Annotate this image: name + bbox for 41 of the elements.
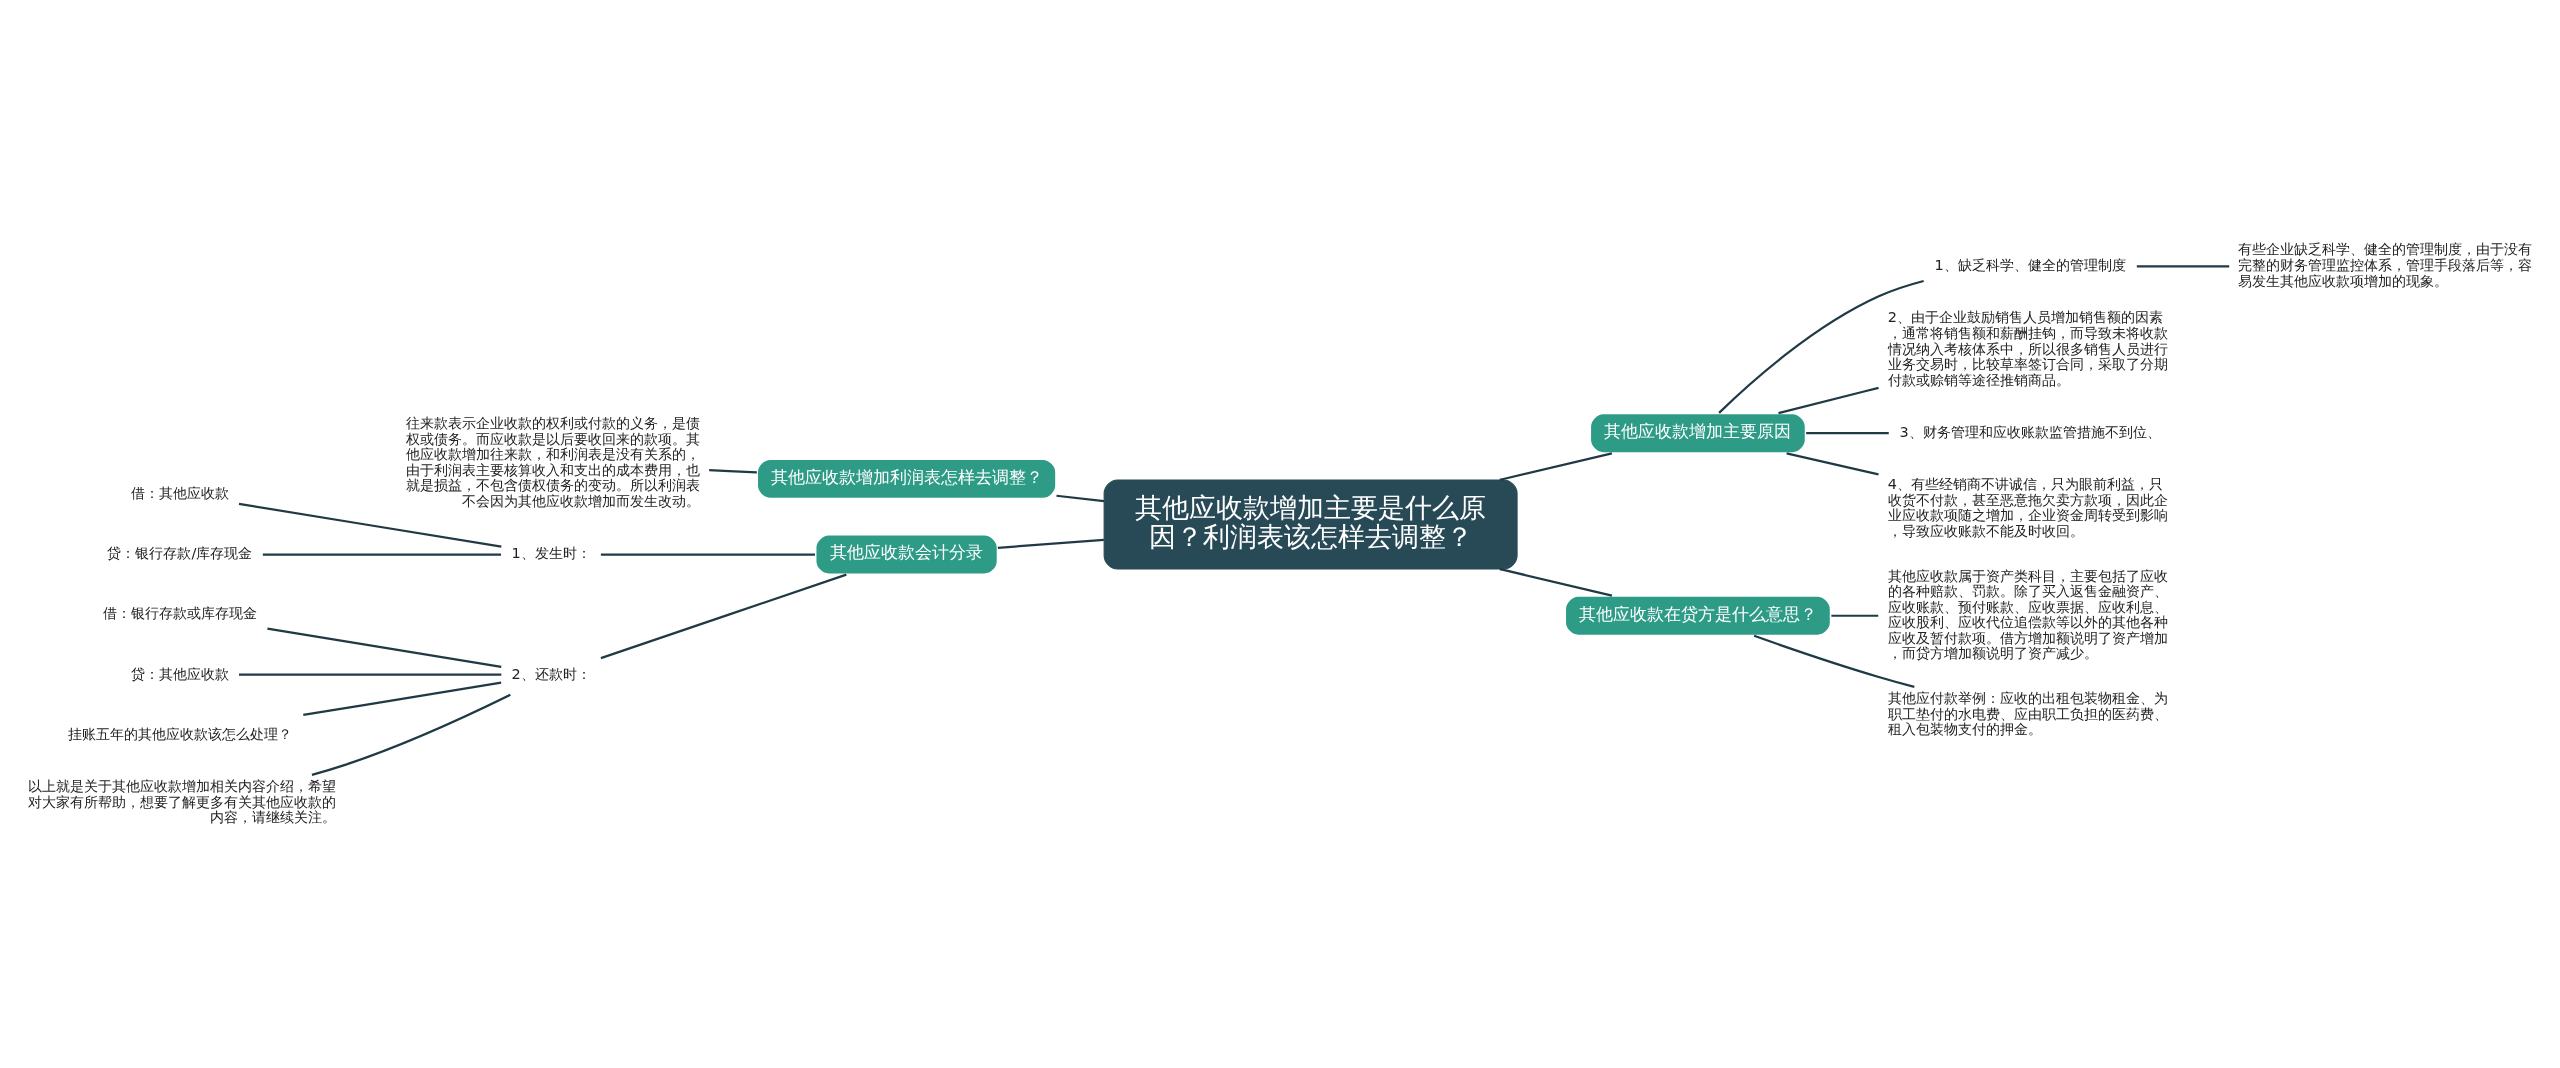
- node-box: 其他应收款在贷方是什么意思？: [1563, 594, 1833, 637]
- connector: [1718, 279, 1924, 414]
- connector: [600, 573, 847, 659]
- node-text: 2、还款时：: [511, 665, 591, 682]
- connector: [303, 681, 502, 716]
- node-text: 1、发生时：: [511, 544, 591, 561]
- node-box: 其他应收款增加利润表怎样去调整？: [755, 457, 1058, 500]
- connector: [238, 502, 502, 548]
- connector: [1806, 431, 1889, 434]
- connector: [1056, 494, 1105, 502]
- node-text: 2、由于企业鼓励销售人员增加销售额的因素，通常将销售额和薪酬挂钩，而导致未将收款情况纳入考核体系中，所以很多销售人员进行业务交易时，比较草率签订合同，采取了分期付款或赊销等途径推销商品。: [1887, 308, 2168, 388]
- connector: [709, 468, 757, 473]
- node-text: 借：银行存款或库存现金: [102, 604, 257, 621]
- node-text: 1、缺乏科学、健全的管理制度: [1934, 256, 2126, 273]
- connector: [262, 552, 502, 556]
- node-text: 其他应收款属于资产类科目，主要包括了应收的各种赔款、罚款。除了买入返售金融资产、应收账款、预付账款、应收票据、应收利息、应收股利、应收代位追偿款等以外的其他各种应收及暂付款项。借方增加额说明了资产增加，而贷方增加额说明了资产减少。: [1887, 567, 2168, 661]
- node-text: 4、有些经销商不讲诚信，只为眼前利益，只收货不付款，甚至恶意拖欠卖方款项，因此企业应收款项随之增加，企业资金周转受到影响，导致应收账款不能及时收回。: [1887, 475, 2168, 539]
- connector: [997, 538, 1104, 549]
- node-box: 其他应收款增加主要是什么原因？利润表该怎样去调整？: [1103, 478, 1518, 570]
- connector: [1499, 451, 1613, 481]
- connector: [1778, 386, 1879, 414]
- connector: [1831, 614, 1879, 617]
- node-text: 有些企业缺乏科学、健全的管理制度，由于没有完整的财务管理监控体系，管理手段落后等，容易发生其他应收款项增加的现象。: [2238, 240, 2533, 289]
- connector: [267, 627, 502, 668]
- connector: [1499, 567, 1613, 597]
- connector: [1786, 451, 1879, 475]
- connector: [239, 673, 502, 676]
- node-box: 其他应收款会计分录: [814, 532, 999, 576]
- node-text: 3、财务管理和应收账款监管措施不到位、: [1899, 423, 2161, 440]
- node-text: 往来款表示企业收款的权利或付款的义务，是债权或债务。而应收款是以后要收回来的款项。其他应收款增加往来款，和利润表是没有关系的，由于利润表主要核算收入和支出的成本费用，也就是损益，不包含债权债务的变动。所以利润表不会因为其他应收款增加而发生改动。: [406, 414, 701, 509]
- node-text: 以上就是关于其他应收款增加相关内容介绍，希望对大家有所帮助，想要了解更多有关其他应收款的内容，请继续关注。: [28, 777, 337, 825]
- node-text: 贷：银行存款/库存现金: [107, 544, 253, 561]
- connector: [1753, 634, 1915, 688]
- connector: [600, 552, 815, 556]
- node-box: 其他应收款增加主要原因: [1588, 411, 1807, 454]
- node-text: 借：其他应收款: [130, 484, 229, 501]
- connector: [311, 693, 511, 776]
- node-text: 贷：其他应收款: [130, 665, 229, 682]
- connector: [2136, 264, 2230, 267]
- node-text: 其他应付款举例：应收的出租包装物租金、为职工垫付的水电费、应由职工负担的医药费、租入包装物支付的押金。: [1887, 689, 2168, 737]
- node-text: 挂账五年的其他应收款该怎么处理？: [67, 725, 292, 742]
